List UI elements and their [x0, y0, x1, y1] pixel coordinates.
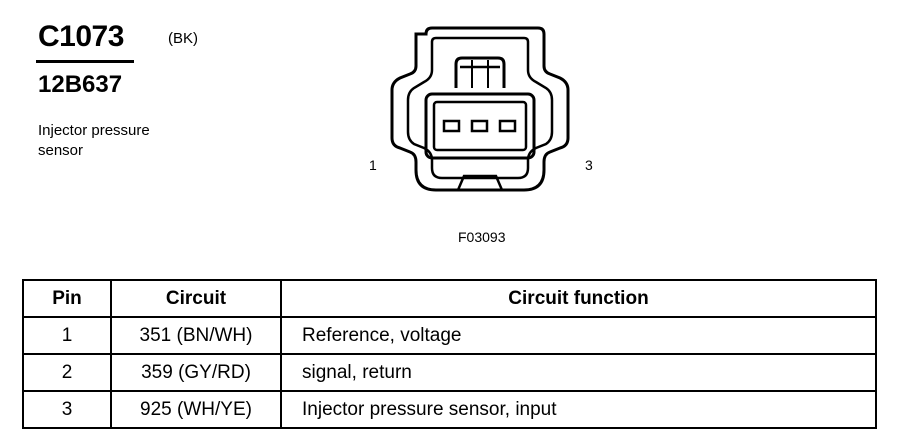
part-number: 12B637: [38, 71, 123, 98]
table-row: 3 925 (WH/YE) Injector pressure sensor, …: [22, 390, 877, 429]
header-circuit: Circuit: [110, 279, 282, 318]
pinout-table: Pin Circuit Circuit function 1 351 (BN/W…: [22, 279, 877, 429]
description-line-2: sensor: [38, 142, 84, 159]
terminal-cavity-inner: [432, 100, 528, 152]
connector-id: C1073: [38, 20, 124, 53]
locking-tab: [454, 56, 506, 88]
circuit-cell: 925 (WH/YE): [110, 390, 282, 429]
connector-inner-housing: [406, 36, 554, 180]
function-cell: Injector pressure sensor, input: [280, 390, 877, 429]
pin-cell: 3: [22, 390, 112, 429]
pin-3-label: 3: [585, 157, 593, 173]
terminal-pin-3: [498, 119, 517, 133]
pin-cell: 2: [22, 353, 112, 392]
function-cell: signal, return: [280, 353, 877, 392]
connector-face-diagram: [390, 26, 570, 192]
table-row: 1 351 (BN/WH) Reference, voltage: [22, 316, 877, 355]
table-row: 2 359 (GY/RD) signal, return: [22, 353, 877, 392]
terminal-pin-2: [470, 119, 489, 133]
component-description: Injector pressure sensor: [38, 121, 150, 161]
header-pin: Pin: [22, 279, 112, 318]
terminal-pin-1: [442, 119, 461, 133]
terminal-cavity-outer: [424, 92, 536, 160]
connector-id-underline: [36, 60, 134, 63]
connector-outer-housing: [390, 26, 570, 192]
header-circuit-function: Circuit function: [280, 279, 877, 318]
circuit-cell: 351 (BN/WH): [110, 316, 282, 355]
pin-cell: 1: [22, 316, 112, 355]
connector-color-code: (BK): [168, 30, 198, 47]
figure-id: F03093: [458, 229, 506, 245]
connector-bottom-key: [456, 174, 504, 191]
circuit-cell: 359 (GY/RD): [110, 353, 282, 392]
description-line-1: Injector pressure: [38, 122, 150, 139]
function-cell: Reference, voltage: [280, 316, 877, 355]
table-header-row: Pin Circuit Circuit function: [22, 279, 877, 318]
pin-1-label: 1: [369, 157, 377, 173]
